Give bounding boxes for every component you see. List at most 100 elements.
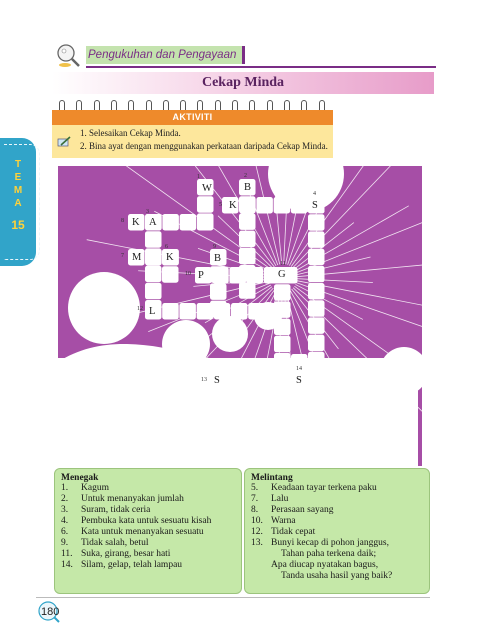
section-label: Pengukuhan dan Pengayaan [86, 46, 246, 64]
crossword-cell [195, 267, 212, 284]
crossword-cell [162, 249, 179, 266]
number-10: 10 [185, 271, 191, 277]
crossword-cell [308, 197, 325, 214]
letter-s: S [296, 375, 302, 386]
number-11: 11 [280, 261, 286, 267]
crossword-cell [273, 197, 291, 214]
crossword-cell [145, 265, 162, 283]
number-8: 8 [121, 218, 124, 224]
crossword-cell [213, 303, 231, 320]
across-clue: 13.Bunyi kecap di pohon janggus, [251, 538, 389, 548]
down-clues-title: Menegak [61, 473, 99, 483]
crossword-cell [291, 354, 308, 371]
letter-s: S [214, 375, 220, 386]
across-clue: 7.Lalu [251, 494, 289, 504]
crossword-cell [210, 371, 227, 388]
theme-side-tab [0, 138, 40, 266]
crossword-cell [239, 230, 256, 248]
down-clue: 2.Untuk menanyakan jumlah [61, 494, 184, 504]
ray [295, 284, 364, 320]
number-4: 4 [313, 191, 316, 197]
crossword-cell [274, 284, 291, 301]
page-number: 180 [41, 606, 59, 618]
letter-b: B [214, 253, 221, 264]
crossword-cell [244, 371, 261, 388]
verse-line: Tahan paha terkena daik; [281, 549, 377, 559]
crossword-cell [210, 283, 227, 300]
crossword-cell [308, 283, 325, 300]
crossword-cell [274, 335, 291, 353]
crossword-cell [162, 303, 179, 320]
crossword-cell [222, 197, 239, 214]
crossword-cell [308, 248, 325, 266]
letter-l: L [149, 306, 155, 317]
down-clue: 1.Kagum [61, 483, 109, 493]
activity-box [52, 125, 333, 158]
number-13: 13 [201, 377, 207, 383]
across-clue: 10.Warna [251, 516, 296, 526]
crossword-cell [145, 231, 162, 248]
header-divider [86, 66, 436, 68]
down-clues-panel: Menegak 1.Kagum 2.Untuk menanyakan jumla… [54, 468, 242, 594]
letter-m: M [132, 252, 142, 263]
cell-letters: W B K S K A M K B P G L S S [132, 182, 318, 386]
magnifier-mascot-icon [57, 44, 80, 67]
instruction-2: 2. Bina ayat dengan menggunakan perkataa… [80, 141, 328, 151]
number-12: 12 [137, 306, 143, 312]
crossword-cell [239, 247, 256, 265]
ray [218, 166, 277, 267]
instruction-1: 1. Selesaikan Cekap Minda. [80, 128, 181, 138]
writing-icon [57, 136, 71, 147]
number-5: 5 [219, 202, 222, 208]
crossword-cell [239, 213, 256, 230]
crossword-cell [229, 267, 246, 284]
crossword-cell [265, 303, 282, 320]
number-9: 9 [213, 244, 216, 250]
letter-g: G [278, 269, 286, 280]
across-clue: 5.Keadaan tayar terkena paku [251, 483, 377, 493]
crossword-cell [196, 303, 214, 320]
down-clue: 4.Pembuka kata untuk sesuatu kisah [61, 516, 212, 526]
crossword-cell [274, 353, 291, 370]
verse-line: Apa diucap nyatakan bagus, [271, 560, 379, 570]
grid-cells [128, 179, 325, 403]
letter-p: P [198, 270, 204, 281]
letter-k: K [132, 217, 140, 228]
down-clue: 9.Tidak salah, betul [61, 538, 149, 548]
crossword-cell [162, 266, 179, 283]
crossword-cell [210, 249, 227, 266]
crossword-cell [197, 179, 214, 196]
letter-b: B [244, 182, 251, 193]
crossword-cell [227, 371, 244, 388]
crossword-cell [179, 303, 196, 320]
crossword-cell [145, 214, 162, 231]
letter-k: K [166, 252, 174, 263]
crossword-cell [308, 300, 325, 317]
letter-s: S [312, 200, 318, 211]
crossword-cell [261, 371, 279, 388]
down-clue: 14.Silam, gelap, telah lampau [61, 560, 183, 570]
ray [296, 282, 422, 327]
crossword-cell [239, 282, 256, 299]
crossword-cell [274, 318, 291, 336]
crossword-cell [308, 231, 325, 248]
crossword-cell [145, 303, 162, 320]
across-clue: 8.Perasaan sayang [251, 505, 334, 515]
crossword-cell [274, 267, 291, 284]
crossword-cell [246, 267, 264, 284]
crossword-cell [212, 267, 229, 284]
crossword-cell [162, 214, 179, 231]
crossword-cell [239, 197, 256, 214]
binder-rings [55, 100, 333, 114]
letter-k: K [229, 200, 237, 211]
clue-numbers: 1 2 3 4 5 6 7 8 9 10 11 12 13 14 [121, 173, 316, 383]
number-7: 7 [121, 253, 124, 259]
crossword-cell [145, 249, 162, 266]
across-clue: 12.Tidak cepat [251, 527, 316, 537]
ray [295, 222, 422, 274]
crossword-cell [308, 317, 325, 334]
crossword-cell [128, 214, 145, 231]
number-6: 6 [165, 244, 168, 250]
crossword-cell [256, 197, 273, 214]
ray [290, 166, 364, 267]
